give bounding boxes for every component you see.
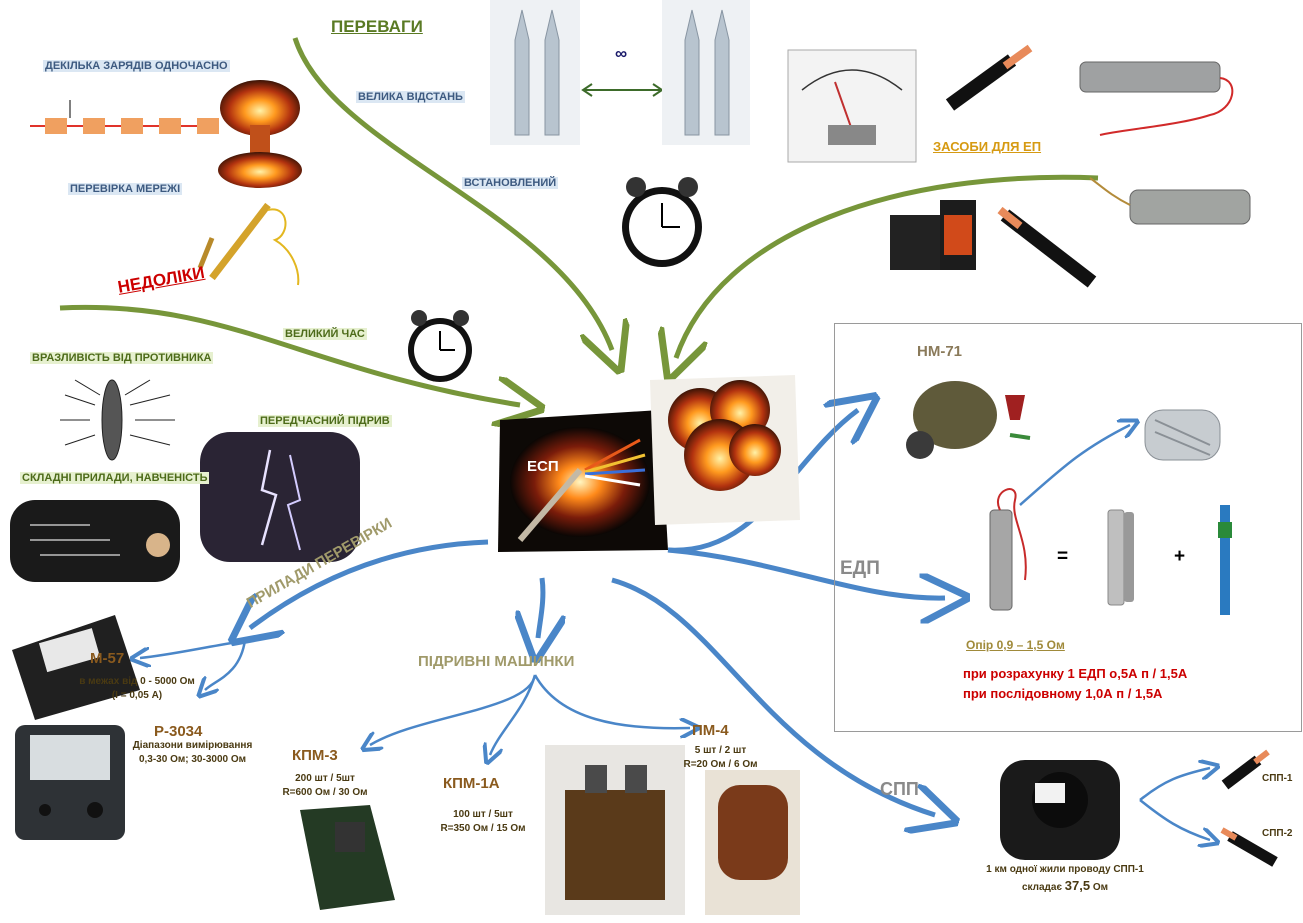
- detonator-right-icon: [1089, 177, 1251, 225]
- screw-plug-icon: [1144, 409, 1221, 461]
- kpm1a-name: КПМ-1А: [443, 775, 500, 792]
- m57-range-line2: (I = 0,05 А): [111, 689, 163, 701]
- edp-label: ЕДП: [840, 558, 880, 579]
- esp-center-image: [498, 410, 668, 552]
- kpm3-spec: 200 шт / 5шт R=600 Ом / 30 Ом: [270, 772, 380, 799]
- advantage-long-distance: ВЕЛИКА ВІДСТАНЬ: [356, 91, 465, 103]
- means-title: ЗАСОБИ ДЛЯ ЕП: [933, 139, 1042, 154]
- edp-arrow: [667, 547, 945, 598]
- r3034-ranges: Діапазони вимірювання 0,3-30 Ом; 30-3000…: [120, 739, 265, 766]
- disadvantage-long-time: ВЕЛИКИЙ ЧАС: [283, 328, 367, 340]
- m57-name: М-57: [90, 650, 125, 667]
- wire-top-icon: [945, 44, 1033, 111]
- detonator-top-icon: [1079, 61, 1234, 136]
- spp-note-value: 37,5: [1064, 877, 1091, 893]
- advantage-network-check: ПЕРЕВІРКА МЕРЕЖІ: [68, 183, 183, 195]
- tester-pen-icon: [197, 202, 300, 286]
- battery-icon: [890, 200, 976, 270]
- advantages-title: ПЕРЕВАГИ: [331, 17, 423, 36]
- hm71-name: НМ-71: [917, 343, 963, 360]
- equals-sign: =: [1057, 546, 1069, 567]
- towers-left-image: [490, 0, 580, 145]
- kpm1a-line1: 100 шт / 5шт: [453, 809, 513, 820]
- kpm3-name: КПМ-3: [292, 747, 338, 764]
- pm4-name: ПМ-4: [692, 722, 729, 739]
- kpm3-line2: R=600 Ом / 30 Ом: [282, 786, 368, 798]
- pm4-line2: R=20 Ом / 6 Ом: [683, 758, 758, 770]
- wire-bottom-icon: [997, 206, 1097, 288]
- advantage-installed: ВСТАНОВЛЕНИЙ: [462, 177, 559, 189]
- kpm3-line1: 200 шт / 5шт: [295, 773, 355, 784]
- edp-detonator-icon: [989, 488, 1027, 611]
- alarm-clock-large-icon: [622, 177, 702, 267]
- blackboard-image: [10, 500, 180, 582]
- spp-note-line2: складає 37,5 Ом: [960, 877, 1170, 895]
- r3034-name: Р-3034: [154, 723, 203, 740]
- lightning-image: [200, 432, 360, 562]
- spp2-wire-icon: [1220, 827, 1278, 867]
- spp1-label: СПП-1: [1262, 773, 1293, 784]
- edp-calc-line1: при розрахунку 1 ЕДП о,5А п / 1,5А: [963, 666, 1188, 681]
- spp-reel-icon: [1000, 760, 1120, 860]
- hm71-device-icon: [906, 381, 1031, 459]
- mushroom-cloud-icon: [218, 80, 302, 188]
- ammeter-icon: [787, 49, 917, 163]
- spp-note-line1: 1 км одної жили проводу СПП-1: [986, 864, 1144, 875]
- edp-calc-line2: при послідовному 1,0А п / 1,5А: [963, 686, 1163, 701]
- alarm-clock-small-icon: [408, 310, 472, 382]
- charges-chain-icon: [30, 100, 219, 134]
- infinity-symbol: ∞: [615, 44, 628, 63]
- spp-note-prefix: складає: [1021, 881, 1065, 893]
- machines-arrow: [538, 577, 543, 638]
- r3034-device-icon: [15, 725, 125, 840]
- spp-note-unit: Ом: [1090, 881, 1109, 893]
- m57-range: в межах від 0 - 5000 Ом (I = 0,05 А): [62, 675, 212, 702]
- kpm3-device-icon: [300, 805, 395, 910]
- disadvantage-premature-detonation: ПЕРЕДЧАСНИЙ ПІДРИВ: [258, 415, 392, 427]
- spp-label: СПП: [880, 779, 919, 799]
- m57-device-icon: [12, 615, 140, 720]
- fuse-wire-icon: [1218, 505, 1232, 615]
- advantage-multiple-charges: ДЕКІЛЬКА ЗАРЯДІВ ОДНОЧАСНО: [43, 60, 230, 72]
- tube-icon: [1107, 509, 1134, 606]
- spp-note: 1 км одної жили проводу СПП-1 складає 37…: [960, 863, 1170, 894]
- bomb-sketch-icon: [60, 379, 175, 461]
- kpm1a-line2: R=350 Ом / 15 Ом: [440, 822, 526, 834]
- plus-sign: +: [1174, 546, 1186, 567]
- r3034-line1: Діапазони вимірювання: [132, 740, 253, 751]
- pm4-device-icon: [705, 770, 800, 915]
- towers-right-image: [662, 0, 750, 145]
- disadvantage-vulnerability: ВРАЗЛИВІСТЬ ВІД ПРОТИВНИКА: [30, 352, 214, 364]
- disadvantage-complex-devices: СКЛАДНІ ПРИЛАДИ, НАВЧЕНІСТЬ: [20, 472, 210, 484]
- spp2-label: СПП-2: [1262, 828, 1293, 839]
- test-devices-arrow: [250, 539, 489, 628]
- edp-resistance: Опір 0,9 – 1,5 Ом: [966, 638, 1065, 652]
- kpm1a-device-icon: [545, 745, 685, 915]
- machines-title: ПІДРИВНІ МАШИНКИ: [418, 653, 575, 670]
- explosion-icon: [650, 375, 800, 525]
- r3034-line2: 0,3-30 Ом; 30-3000 Ом: [138, 753, 247, 765]
- disadvantages-arrow: [59, 304, 520, 405]
- center-label: ЕСП: [527, 458, 559, 475]
- spp1-wire-icon: [1221, 749, 1270, 790]
- advantages-arrow: [292, 37, 612, 350]
- means-arrow: [676, 174, 1099, 358]
- m57-range-line1: в межах від 0 - 5000 Ом: [79, 676, 195, 687]
- edp-panel: [834, 323, 1302, 732]
- spp-arrow: [611, 577, 935, 815]
- pm4-spec: 5 шт / 2 шт R=20 Ом / 6 Ом: [668, 744, 773, 771]
- kpm1a-spec: 100 шт / 5шт R=350 Ом / 15 Ом: [428, 808, 538, 835]
- pm4-line1: 5 шт / 2 шт: [694, 745, 747, 756]
